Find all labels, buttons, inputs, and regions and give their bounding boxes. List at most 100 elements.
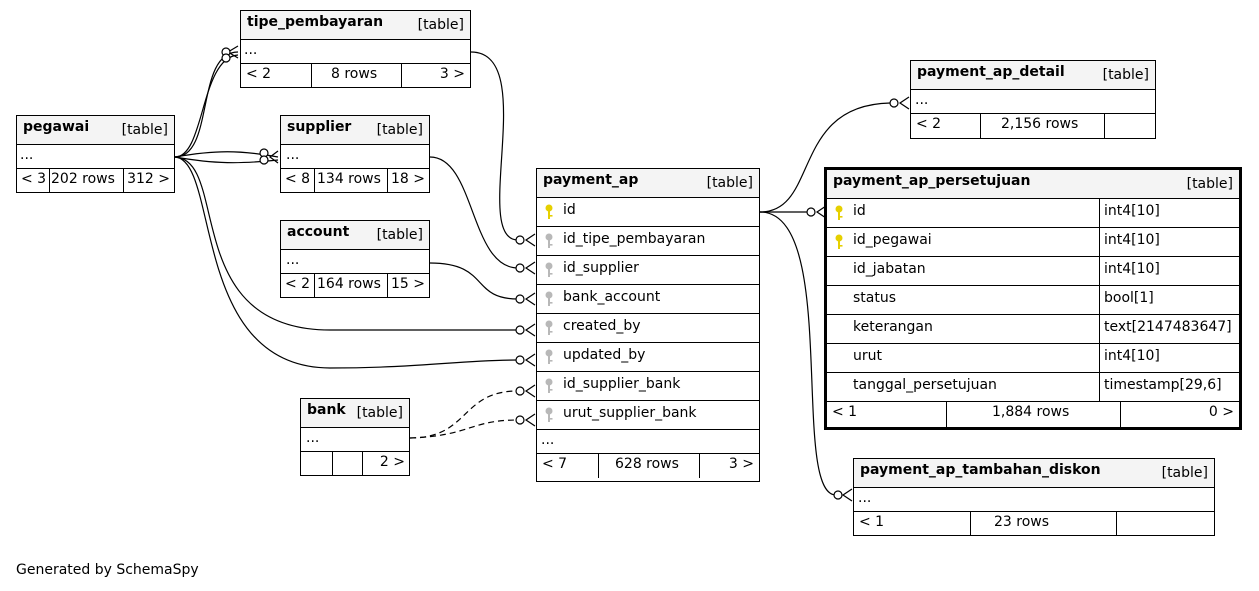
ellipsis: ... xyxy=(244,42,258,58)
parents-count[interactable]: < 8 xyxy=(285,171,311,187)
column-name: id_pegawai xyxy=(853,232,932,248)
table-type: [table] xyxy=(1102,67,1149,83)
edge-payment-ap-tambahan-diskon xyxy=(759,211,837,496)
column-row-id: id xyxy=(537,198,759,227)
edge-pegawai-tipe-pembayaran-2 xyxy=(174,54,239,158)
column-name: keterangan xyxy=(853,319,933,335)
table-name: tipe_pembayaran xyxy=(247,14,384,30)
table-pegawai[interactable]: pegawai[table] ... < 3 202 rows 312 > xyxy=(16,115,175,193)
column-type: text[2147483647] xyxy=(1099,315,1232,343)
column-name: id_supplier_bank xyxy=(563,376,681,392)
column-name: id_supplier xyxy=(563,260,639,276)
table-bank[interactable]: bank [table] ... 2 > xyxy=(300,398,410,476)
table-type: [table] xyxy=(376,122,423,138)
foreign-key-icon xyxy=(545,407,553,422)
children-count[interactable]: 0 > xyxy=(1208,404,1234,420)
row-count: 164 rows xyxy=(317,276,381,292)
edge-bank-id-supplier-bank xyxy=(409,390,519,439)
row-count: 2,156 rows xyxy=(1001,116,1079,132)
column-name: id xyxy=(563,202,576,218)
column-name: id_tipe_pembayaran xyxy=(563,231,706,247)
parents-count[interactable]: < 3 xyxy=(21,171,47,187)
table-type: [table] xyxy=(1161,465,1208,481)
ellipsis: ... xyxy=(915,92,929,108)
edge-bank-urut-supplier-bank xyxy=(409,419,519,439)
table-name: pegawai xyxy=(23,119,90,135)
column-name: updated_by xyxy=(563,347,646,363)
row-count: 1,884 rows xyxy=(992,404,1070,420)
table-name: payment_ap_detail xyxy=(917,64,1065,80)
children-count[interactable]: 3 > xyxy=(728,456,754,472)
foreign-key-icon xyxy=(545,378,553,393)
row-count: 202 rows xyxy=(51,171,115,187)
table-payment-ap-tambahan-diskon[interactable]: payment_ap_tambahan_diskon [table] ... < … xyxy=(853,458,1215,536)
table-type: [table] xyxy=(121,122,168,138)
column-name: id_jabatan xyxy=(853,261,926,277)
ellipsis: ... xyxy=(858,490,872,506)
column-row-id-tipe-pembayaran: id_tipe_pembayaran xyxy=(537,227,759,256)
row-count: 8 rows xyxy=(331,66,378,82)
edge-pegawai-updated-by xyxy=(174,156,519,369)
column-type: bool[1] xyxy=(1099,286,1154,314)
column-type: int4[10] xyxy=(1099,199,1160,227)
parents-count[interactable]: < 2 xyxy=(246,66,272,82)
column-name: urut xyxy=(853,348,882,364)
column-name: bank_account xyxy=(563,289,661,305)
children-count[interactable]: 3 > xyxy=(439,66,465,82)
generated-by-credit: Generated by SchemaSpy xyxy=(16,562,199,578)
table-supplier[interactable]: supplier [table] ... < 8 134 rows 18 > xyxy=(280,115,430,193)
children-count[interactable]: 18 > xyxy=(391,171,425,187)
table-type: [table] xyxy=(706,175,753,191)
column-type: timestamp[29,6] xyxy=(1099,373,1222,401)
foreign-key-icon xyxy=(545,262,553,277)
foreign-key-icon xyxy=(545,291,553,306)
row-count: 23 rows xyxy=(994,514,1050,530)
ellipsis: ... xyxy=(306,430,320,446)
column-row-bank-account: bank_account xyxy=(537,285,759,314)
edge-tipe-pembayaran-payment-ap xyxy=(470,51,519,241)
table-account[interactable]: account[table] ... < 2 164 rows 15 > xyxy=(280,220,430,298)
children-count[interactable]: 15 > xyxy=(391,276,425,292)
parents-count[interactable]: < 1 xyxy=(859,514,885,530)
table-payment-ap-detail[interactable]: payment_ap_detail [table] ... < 2 2,156 r… xyxy=(910,60,1156,139)
table-type: [table] xyxy=(417,17,464,33)
column-row-id-supplier: id_supplier xyxy=(537,256,759,285)
parents-count[interactable]: < 2 xyxy=(916,116,942,132)
row-count: 628 rows xyxy=(615,456,679,472)
parents-count[interactable]: < 2 xyxy=(285,276,311,292)
column-name: urut_supplier_bank xyxy=(563,405,697,421)
column-row-id-supplier-bank: id_supplier_bank xyxy=(537,372,759,401)
table-type: [table] xyxy=(356,405,403,421)
parents-count[interactable]: < 1 xyxy=(832,404,858,420)
edge-supplier-payment-ap xyxy=(429,156,519,269)
parents-count[interactable]: < 7 xyxy=(542,456,568,472)
edge-pegawai-tipe-pembayaran xyxy=(174,51,239,158)
table-name: payment_ap_tambahan_diskon xyxy=(860,462,1101,478)
edge-account-payment-ap xyxy=(429,262,519,300)
column-row-keterangan: keterangan text[2147483647] xyxy=(827,315,1239,344)
table-tipe-pembayaran[interactable]: tipe_pembayaran [table] ... < 2 8 rows 3 … xyxy=(240,10,471,88)
primary-key-icon xyxy=(835,205,843,220)
primary-key-icon xyxy=(835,234,843,249)
children-count[interactable]: 2 > xyxy=(379,454,405,470)
table-payment-ap[interactable]: payment_ap[table] id id_tipe_pembayaran … xyxy=(536,168,760,482)
column-row-urut-supplier-bank: urut_supplier_bank xyxy=(537,401,759,430)
column-type: int4[10] xyxy=(1099,257,1160,285)
row-count: 134 rows xyxy=(317,171,381,187)
table-name: supplier xyxy=(287,119,352,135)
ellipsis: ... xyxy=(286,147,300,163)
foreign-key-icon xyxy=(545,233,553,248)
table-name: bank xyxy=(307,402,346,418)
foreign-key-icon xyxy=(545,349,553,364)
children-count[interactable]: 312 > xyxy=(127,171,170,187)
primary-key-icon xyxy=(545,204,553,219)
table-type: [table] xyxy=(1186,176,1233,192)
ellipsis: ... xyxy=(541,432,555,448)
column-type: int4[10] xyxy=(1099,344,1160,372)
